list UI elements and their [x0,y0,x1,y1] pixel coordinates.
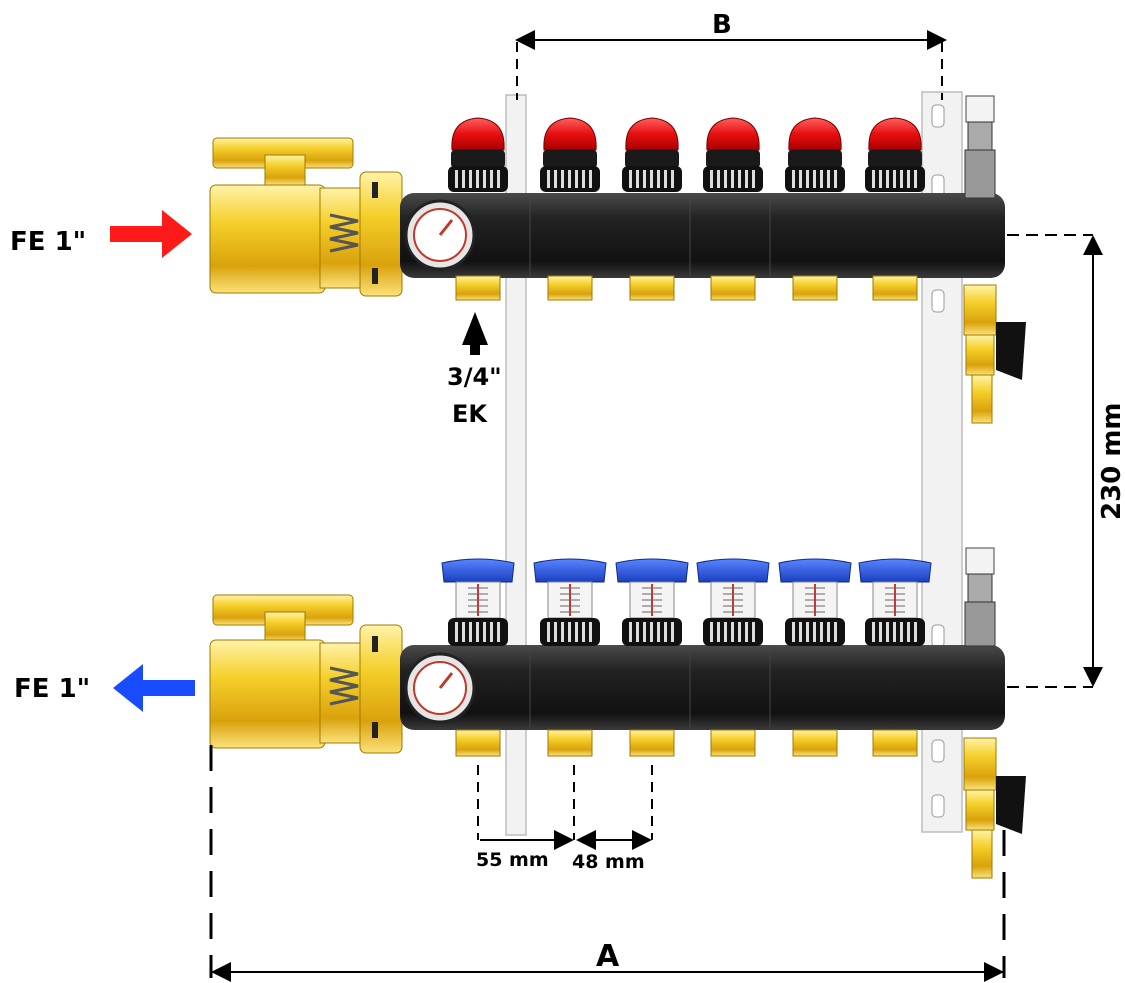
supply-ball-valve [209,137,403,297]
return-outlets [441,558,932,757]
supply-outlet-6 [865,117,925,301]
return-end-fitting [963,547,1026,879]
outlet-spacing-label: 48 mm [572,851,645,873]
supply-outlets [448,117,925,301]
red-cap-icon [543,117,597,151]
outlet-up-arrow [462,312,488,355]
dimension-outlet-spacing [477,765,653,850]
brass-outlet [710,729,756,757]
brass-outlet [792,275,838,301]
return-manifold-bar [400,645,1005,730]
return-outlet-6 [858,558,932,757]
red-cap-icon [706,117,760,151]
brass-outlet [792,729,838,757]
red-cap-icon [788,117,842,151]
dimension-height-label: 230 mm [1097,402,1125,520]
blue-cap-icon [778,558,852,583]
return-ball-valve [209,594,403,754]
dimension-a-label: A [596,939,620,974]
supply-thermometer [404,199,476,271]
blue-cap-icon [696,558,770,583]
red-cap-icon [451,117,505,151]
brass-outlet [547,729,593,757]
return-thermometer [404,652,476,724]
dimension-height [1007,234,1103,688]
blue-cap-icon [615,558,689,583]
brass-outlet [455,729,501,757]
supply-manifold-bar [400,193,1005,278]
dimension-b-label: B [712,10,732,40]
supply-label: FE 1" [10,227,86,257]
return-outlet-1 [441,558,515,757]
red-cap-icon [868,117,922,151]
first-spacing-label: 55 mm [476,849,549,871]
blue-cap-icon [533,558,607,583]
dimension-a [209,745,1006,982]
dimension-b [515,30,947,100]
return-outlet-2 [533,558,607,757]
return-flow-arrow [113,664,195,712]
brass-outlet [547,275,593,301]
blue-cap-icon [858,558,932,583]
supply-outlet-1 [448,117,508,301]
return-label: FE 1" [14,674,90,704]
brass-outlet [629,275,675,301]
brass-outlet [455,275,501,301]
supply-end-fitting [963,95,1026,424]
red-cap-icon [625,117,679,151]
return-outlet-4 [696,558,770,757]
brass-outlet [872,729,918,757]
return-outlet-5 [778,558,852,757]
blue-cap-icon [441,558,515,583]
outlet-size-label: 3/4" [447,363,502,391]
brass-outlet [629,729,675,757]
supply-outlet-4 [703,117,763,301]
return-outlet-3 [615,558,689,757]
supply-flow-arrow [110,210,192,258]
supply-outlet-5 [785,117,845,301]
outlet-type-label: EK [452,400,488,428]
supply-outlet-3 [622,117,682,301]
brass-outlet [710,275,756,301]
brass-outlet [872,275,918,301]
supply-outlet-2 [540,117,600,301]
